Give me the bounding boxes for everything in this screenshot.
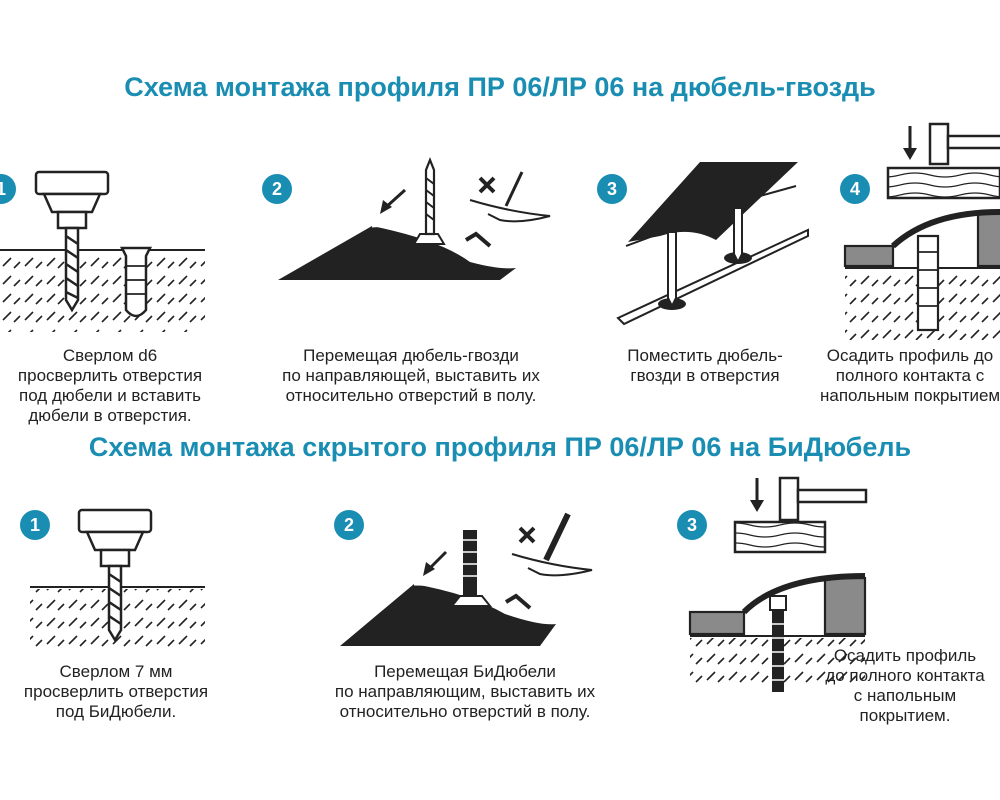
caption-line: Осадить профиль <box>833 646 977 665</box>
section2-title: Схема монтажа скрытого профиля ПР 06/ЛР … <box>88 432 912 462</box>
s1-step2-guide-illustration <box>278 157 551 280</box>
s2-step2-caption: Перемещая БиДюбели по направляющим, выст… <box>300 662 630 722</box>
s2-step1-caption: Сверлом 7 мм просверлить отверстия под Б… <box>0 662 246 722</box>
caption-line: Осадить профиль до <box>826 346 994 365</box>
caption-line: дюбели в отверстия. <box>28 406 192 425</box>
s1-step1-drill-illustration <box>0 170 205 332</box>
s1-step3-insert-illustration <box>616 162 809 326</box>
s1-step2-caption: Перемещая дюбель-гвозди по направляющей,… <box>246 346 576 406</box>
caption-line: полного контакта с <box>835 366 985 385</box>
s2-step3-badge: 3 <box>677 510 707 540</box>
caption-line: до полного контакта <box>825 666 985 685</box>
s2-step3-hammer-illustration <box>688 476 868 692</box>
s2-step2-badge: 2 <box>334 510 364 540</box>
s1-step4-hammer-illustration <box>843 122 1000 340</box>
caption-line: Сверлом 7 мм <box>59 662 173 681</box>
s1-step2-badge: 2 <box>262 174 292 204</box>
caption-line: покрытием. <box>859 706 951 725</box>
caption-line: Перемещая БиДюбели <box>374 662 556 681</box>
caption-line: Сверлом d6 <box>62 346 158 365</box>
s2-step3-caption: Осадить профиль до полного контакта с на… <box>810 646 1000 726</box>
s2-step1-badge: 1 <box>20 510 50 540</box>
s1-step4-badge: 4 <box>840 174 870 204</box>
section1-title: Схема монтажа профиля ПР 06/ЛР 06 на дюб… <box>124 72 876 102</box>
caption-line: Поместить дюбель- <box>627 346 783 365</box>
caption-line: по направляющей, выставить их <box>282 366 540 385</box>
s1-step4-caption: Осадить профиль до полного контакта с на… <box>820 346 1000 406</box>
caption-line: под БиДюбели. <box>55 702 177 721</box>
caption-line: гвозди в отверстия <box>630 366 780 385</box>
s1-step3-caption: Поместить дюбель- гвозди в отверстия <box>590 346 820 386</box>
caption-line: просверлить отверстия <box>23 682 209 701</box>
caption-line: относительно отверстий в полу. <box>285 386 537 405</box>
caption-line: относительно отверстий в полу. <box>339 702 591 721</box>
s2-step2-guide-illustration <box>340 512 593 646</box>
caption-line: просверлить отверстия <box>17 366 203 385</box>
caption-line: Перемещая дюбель-гвозди <box>303 346 519 365</box>
s1-step1-caption: Сверлом d6 просверлить отверстия под дюб… <box>0 346 240 426</box>
caption-line: под дюбели и вставить <box>19 386 201 405</box>
s1-step3-badge: 3 <box>597 174 627 204</box>
caption-line: напольным покрытием. <box>820 386 1000 405</box>
caption-line: по направляющим, выставить их <box>334 682 596 701</box>
s2-step1-drill-illustration <box>30 508 205 649</box>
caption-line: с напольным <box>853 686 957 705</box>
s1-step1-badge: 1 <box>0 174 16 204</box>
